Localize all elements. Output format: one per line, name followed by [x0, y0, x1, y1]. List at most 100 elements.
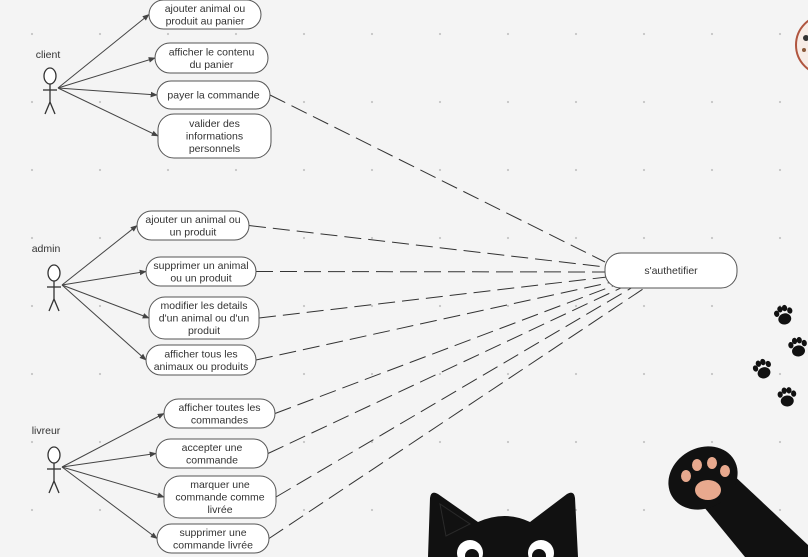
use-case-label: s'authetifier — [644, 265, 698, 277]
use-case-label: livrée — [207, 504, 232, 516]
actor-leg — [49, 101, 56, 115]
use-case-shape — [163, 475, 277, 519]
association-link — [61, 284, 147, 361]
include-link — [255, 271, 607, 273]
use-case-shape — [136, 210, 250, 241]
include-link — [258, 276, 608, 319]
use-case-label: ajouter animal ou — [165, 3, 246, 15]
use-case-label: animaux ou produits — [154, 361, 249, 373]
use-case-label: produit au panier — [166, 15, 245, 27]
cat-head-icon — [428, 492, 578, 557]
use-case-shape — [156, 80, 271, 110]
use-case-shape — [155, 438, 269, 469]
include-link — [248, 225, 606, 268]
association-link — [61, 451, 157, 468]
use-case-shape — [145, 256, 257, 287]
use-case-label: supprimer un animal — [153, 260, 248, 272]
use-case-label: afficher le contenu — [169, 46, 255, 58]
use-case-shape — [156, 523, 270, 554]
dependency-links — [248, 94, 647, 539]
use-case-label: marquer une — [190, 479, 250, 491]
use-case-shape — [145, 344, 257, 376]
use-case-shape — [148, 0, 262, 30]
association-link — [61, 269, 147, 286]
use-case-label: ajouter un animal ou — [145, 214, 240, 226]
association-link — [61, 413, 165, 468]
paw-print-icon — [787, 335, 808, 358]
paw-print-icon — [777, 386, 798, 408]
use-case-label: d'un animal ou d'un — [159, 313, 250, 325]
use-case-authenticate[interactable]: s'authetifier — [604, 252, 738, 289]
use-case-label: valider des — [189, 118, 240, 130]
use-case-uc3[interactable]: payer la commande — [156, 80, 271, 110]
use-case-label: un produit — [170, 226, 217, 238]
actor-label: livreur — [32, 425, 61, 437]
use-case-label: accepter une — [182, 442, 243, 454]
association-link — [61, 225, 138, 286]
use-case-label: commandes — [191, 414, 248, 426]
association-link — [57, 14, 150, 89]
actor-head — [43, 67, 57, 85]
paw-print-icon — [772, 303, 796, 327]
actor-head — [47, 264, 61, 282]
association-link — [61, 284, 150, 319]
actor-group: client admin livreur — [32, 49, 61, 494]
actor-leg — [48, 480, 55, 494]
logo-badge-icon — [795, 19, 808, 71]
use-case-label: afficher tous les — [164, 348, 237, 360]
association-link — [57, 57, 156, 89]
use-case-label: modifier les details — [161, 300, 248, 312]
include-link — [269, 94, 606, 263]
actor-leg — [44, 101, 51, 115]
use-case-shape — [157, 113, 272, 159]
use-case-label: ou un produit — [170, 272, 231, 284]
use-case-label: afficher toutes les — [178, 402, 260, 414]
actor-client: client — [36, 49, 61, 115]
cat-paw-icon — [668, 446, 808, 557]
association-link — [61, 466, 158, 539]
paw-print-icon — [750, 356, 775, 382]
association-link — [57, 87, 158, 98]
use-case-label: du panier — [190, 59, 234, 71]
use-case-shape — [148, 296, 260, 340]
include-link — [275, 286, 634, 498]
use-case-label: personnels — [189, 143, 240, 155]
use-case-label: commande — [186, 454, 238, 466]
use-case-label: payer la commande — [167, 90, 259, 102]
use-case-shape — [604, 252, 738, 289]
actor-leg — [53, 480, 60, 494]
use-case-label: commande livrée — [173, 539, 253, 551]
use-case-shape — [154, 42, 269, 74]
use-case-label: supprimer une — [179, 527, 246, 539]
use-case-label: produit — [188, 325, 220, 337]
actor-livreur: livreur — [32, 425, 61, 494]
actor-label: admin — [32, 243, 61, 255]
actor-leg — [48, 298, 55, 312]
association-links — [57, 14, 165, 539]
actor-label: client — [36, 49, 61, 61]
actor-head — [47, 446, 61, 464]
actor-admin: admin — [32, 243, 61, 312]
association-link — [61, 466, 165, 498]
include-link — [274, 283, 619, 414]
actor-leg — [53, 298, 60, 312]
include-link — [255, 281, 613, 361]
association-link — [57, 87, 159, 137]
use-case-label: informations — [186, 131, 243, 143]
include-link — [268, 286, 647, 539]
use-case-label: commande comme — [175, 492, 264, 504]
use-case-shape — [163, 398, 276, 429]
